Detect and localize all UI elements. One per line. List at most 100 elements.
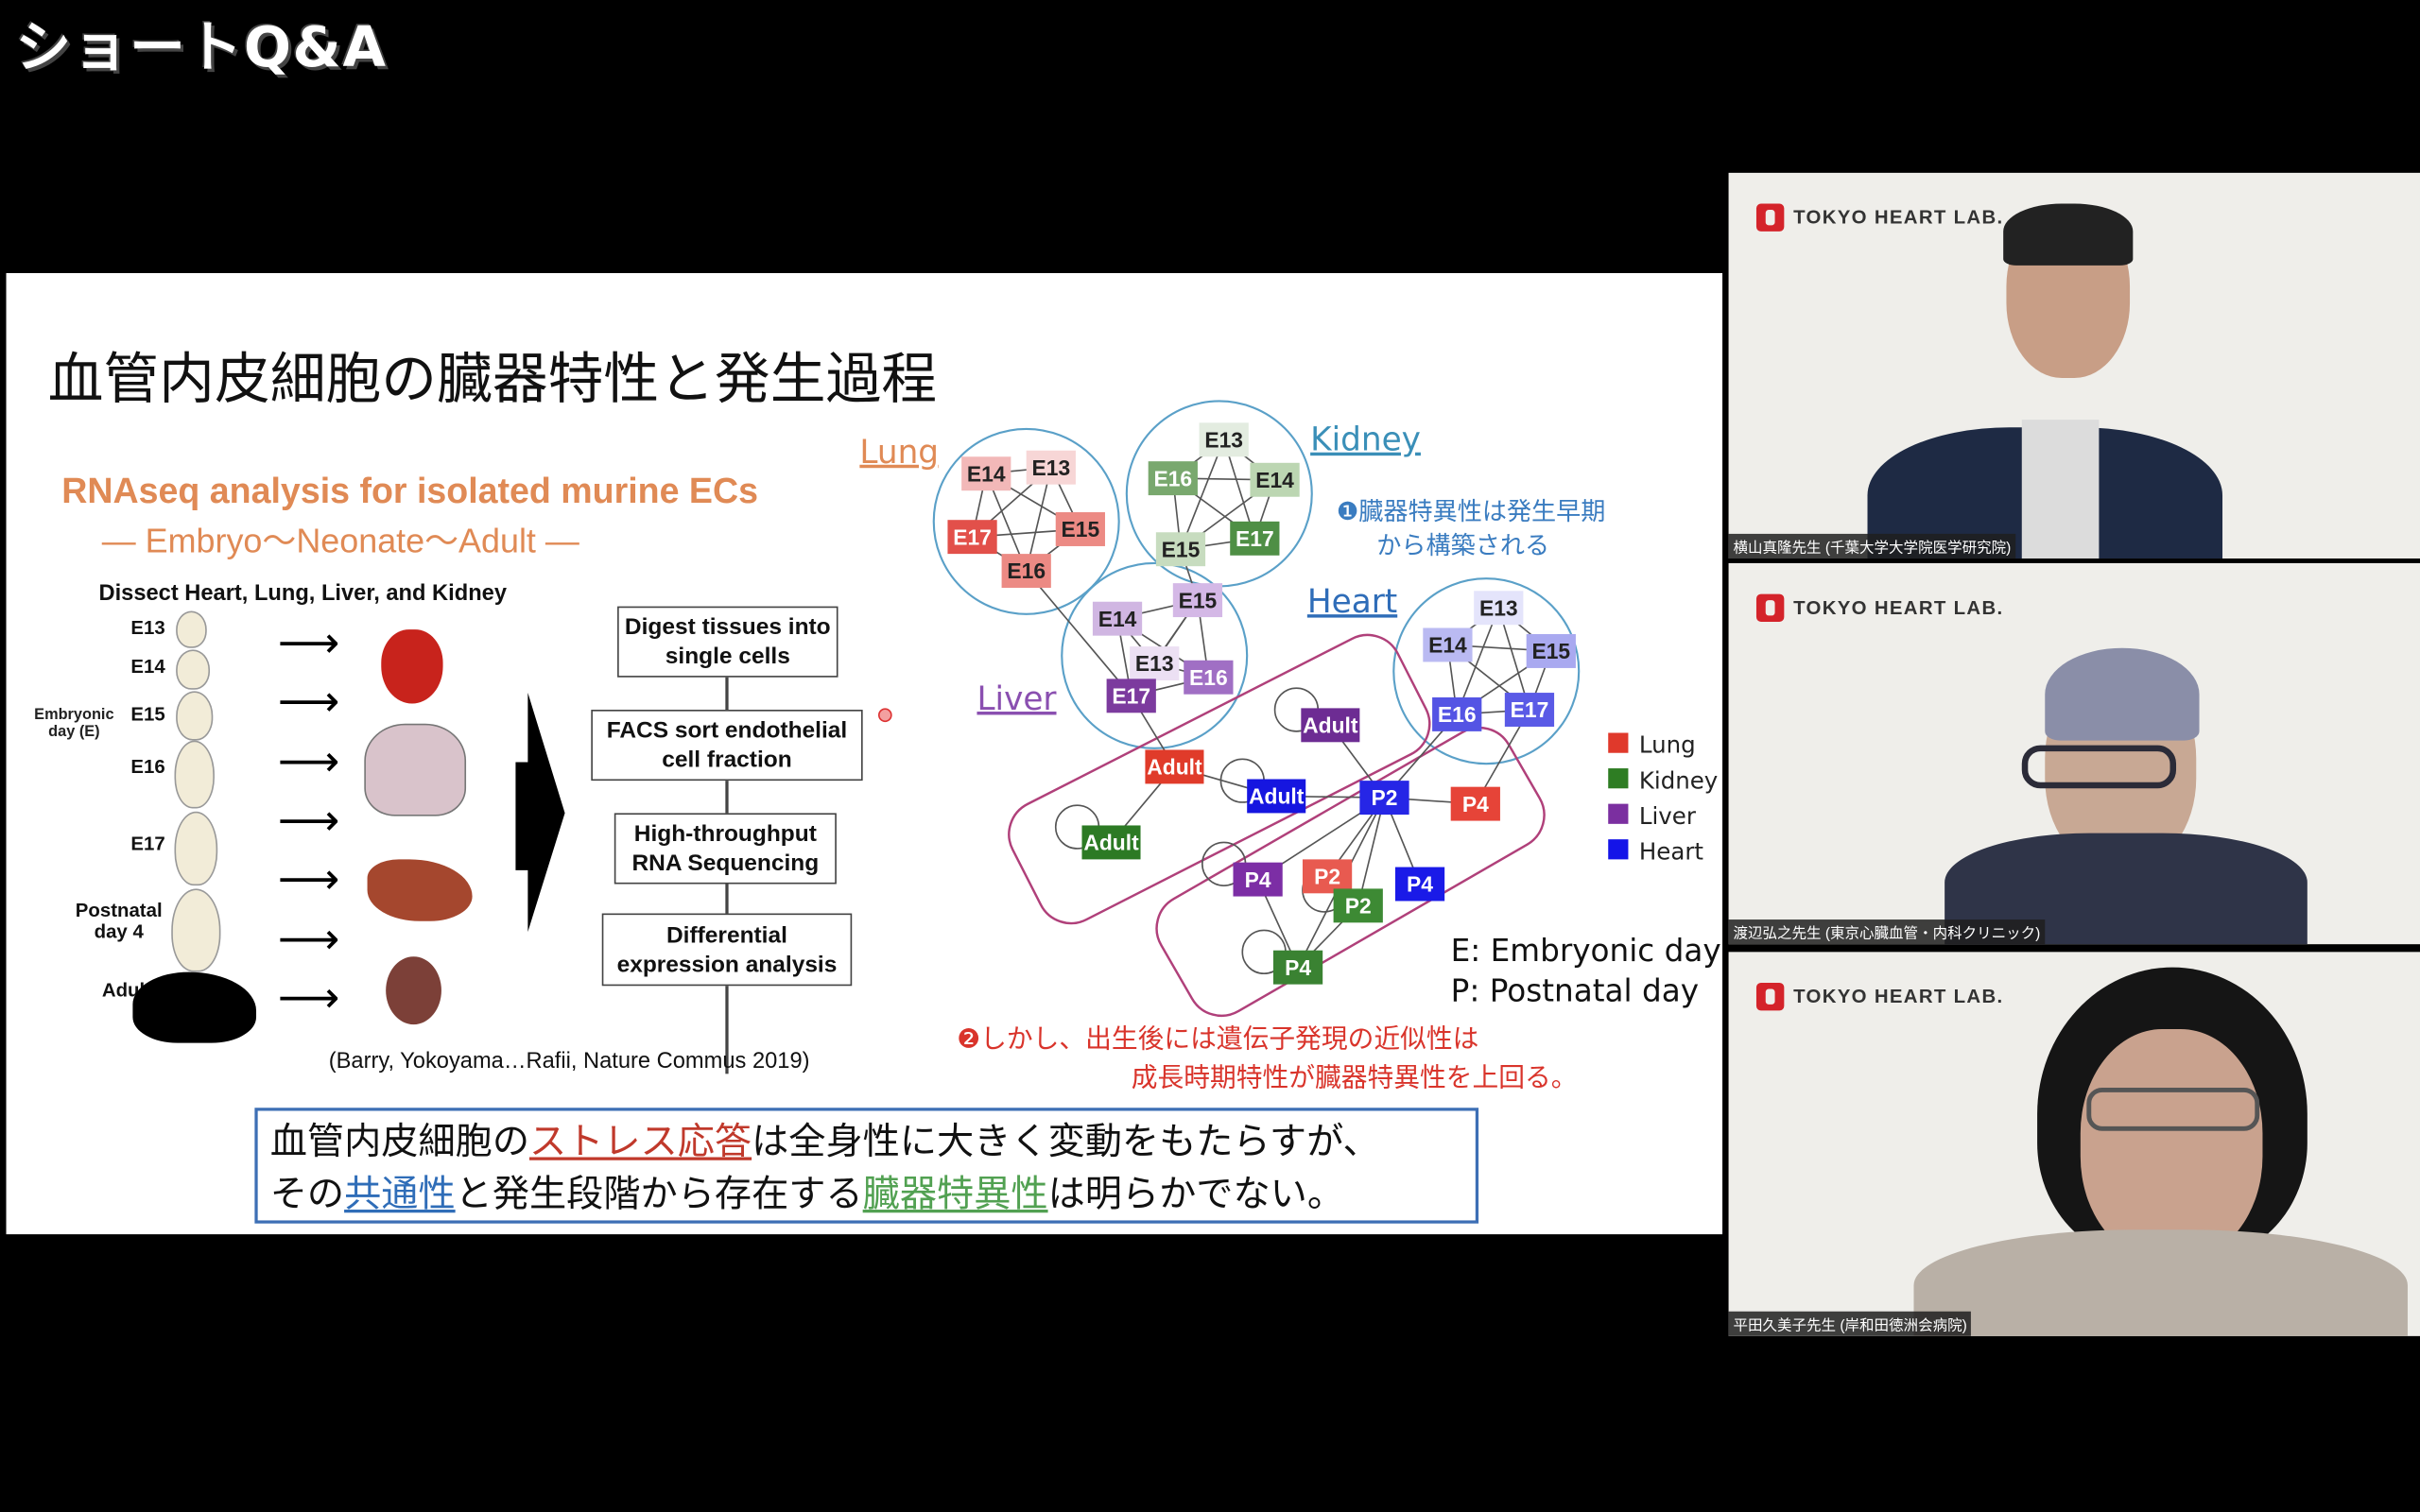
rnaseq-subtitle: — Embryo〜Neonate〜Adult — [101,521,579,560]
network-node [1230,521,1280,556]
tokyo-heart-lab-logo: TOKYO HEART LAB. [1755,593,2004,622]
network-node [1302,859,1353,894]
network-node-label: E14 [1428,633,1467,658]
arrow-icon: ⟶ [277,973,340,1022]
network-node [1301,708,1360,743]
arrow-icon: ⟶ [277,737,340,786]
stage-label: E16 [130,755,165,778]
network-node-label: P2 [1372,785,1398,810]
cluster-circle [932,427,1120,615]
network-node [1026,450,1076,485]
heart-logo-icon [1755,203,1785,232]
network-node [1172,583,1223,618]
network-node-label: E17 [1236,526,1274,551]
network-node [1272,950,1323,985]
network-node [1450,786,1500,821]
lung-organ-icon [364,723,467,816]
network-node [1184,660,1234,695]
network-node-label: P4 [1245,868,1271,892]
network-node-label: E15 [1531,639,1570,663]
network-edge [1357,797,1386,906]
logo-text: TOKYO HEART LAB. [1793,986,2004,1008]
network-node-label: E14 [967,461,1006,486]
organ-label-kidney: Kidney [1310,421,1421,459]
participant-name-tag: 平田久美子先生 (岸和田徳洲会病院) [1728,1311,1972,1336]
participant-video-2[interactable]: TOKYO HEART LAB. 渡辺弘之先生 (東京心臓血管・内科クリニック) [1728,562,2420,945]
network-node-label: E13 [1479,595,1518,620]
participant-video-3[interactable]: TOKYO HEART LAB. 平田久美子先生 (岸和田徳洲会病院) [1728,952,2420,1336]
annotation-postnatal: ❷しかし、出生後には遺伝子発現の近似性は [957,1023,1478,1055]
legend-label: Heart [1639,837,1704,865]
flow-step-analysis: Differential expression analysis [601,913,853,987]
tokyo-heart-lab-logo: TOKYO HEART LAB. [1755,203,2004,232]
network-edge [1180,439,1225,550]
network-node-label: Adult [1303,713,1358,738]
annotation-postnatal: 成長時期特性が臓器特異性を上回る。 [1132,1061,1578,1092]
arrow-icon: ⟶ [277,618,340,667]
network-node [1199,422,1249,457]
heart-logo-icon [1755,593,1785,622]
annotation-organ-specificity: ❶臓器特異性は発生早期 [1337,498,1606,526]
stage-label: E13 [130,617,165,639]
network-node-label: E14 [1255,468,1294,492]
logo-text: TOKYO HEART LAB. [1793,596,2004,619]
participant-body [1913,1229,2408,1336]
summary-highlight-stress: ストレス応答 [528,1120,752,1164]
key-postnatal: P: Postnatal day [1451,973,1699,1009]
embryo-e16-icon [174,740,215,809]
network-node-label: E14 [1098,607,1137,631]
participant-video-1[interactable]: TOKYO HEART LAB. 横山真隆先生 (千葉大学大学院医学研究院) [1728,172,2420,559]
network-node-label: E15 [1162,537,1201,561]
network-node-label: P4 [1285,955,1311,980]
network-node [1130,646,1180,680]
embryo-e14-icon [176,649,211,690]
network-node-label: E15 [1179,588,1218,612]
network-node [1081,825,1141,860]
network-node [1250,462,1300,497]
rnaseq-title: RNAseq analysis for isolated murine ECs [61,470,758,511]
network-node [1359,781,1409,816]
organ-label-lung: Lung [859,434,939,472]
network-node [1504,693,1555,727]
logo-text: TOKYO HEART LAB. [1793,206,2004,229]
cluster-circle [1061,561,1249,749]
network-node [1247,779,1306,814]
network-node-label: E17 [953,524,992,549]
participant-face [2080,1028,2263,1261]
stage-label: E17 [130,833,165,855]
legend-swatch [1608,839,1629,860]
organ-label-heart: Heart [1307,583,1397,621]
key-embryonic: E: Embryonic day [1451,933,1721,969]
network-node-label: Adult [1147,755,1202,780]
citation: (Barry, Yokoyama…Rafii, Nature Commus 20… [328,1049,810,1074]
summary-text: は全身性に大きく変動をもたらすが、 [752,1120,1380,1164]
network-node-label: P2 [1345,894,1372,919]
postnatal-group-outline [1155,726,1546,1018]
network-node-label: E16 [1438,702,1477,727]
dissect-heading: Dissect Heart, Lung, Liver, and Kidney [98,581,507,607]
network-node-label: E16 [1153,466,1192,490]
network-node [1394,867,1445,902]
network-node-label: E16 [1189,665,1228,690]
cluster-circle [1392,577,1581,765]
annotation-organ-specificity: から構築される [1376,532,1549,560]
legend-label: Lung [1639,731,1696,759]
stage-label: E15 [130,703,165,726]
network-node-label: E13 [1204,427,1243,452]
heart-organ-icon [381,629,443,704]
summary-text: その [269,1172,345,1216]
participant-hair [2003,203,2134,266]
legend-swatch [1608,768,1629,789]
flow-step-facs: FACS sort endothelial cell fraction [591,710,863,782]
network-node-label: E17 [1112,683,1150,708]
network-edge [1026,570,1132,696]
tokyo-heart-lab-logo: TOKYO HEART LAB. [1755,982,2004,1011]
network-node-label: Adult [1083,831,1139,855]
pointer-cursor [877,708,892,723]
participant-hair [2045,647,2200,741]
organ-label-liver: Liver [977,680,1057,718]
stage-label: Postnatal day 4 [75,899,163,943]
summary-box: 血管内皮細胞のストレス応答は全身性に大きく変動をもたらすが、 その共通性と発生段… [254,1108,1479,1224]
summary-highlight-organ: 臓器特異性 [862,1172,1048,1216]
